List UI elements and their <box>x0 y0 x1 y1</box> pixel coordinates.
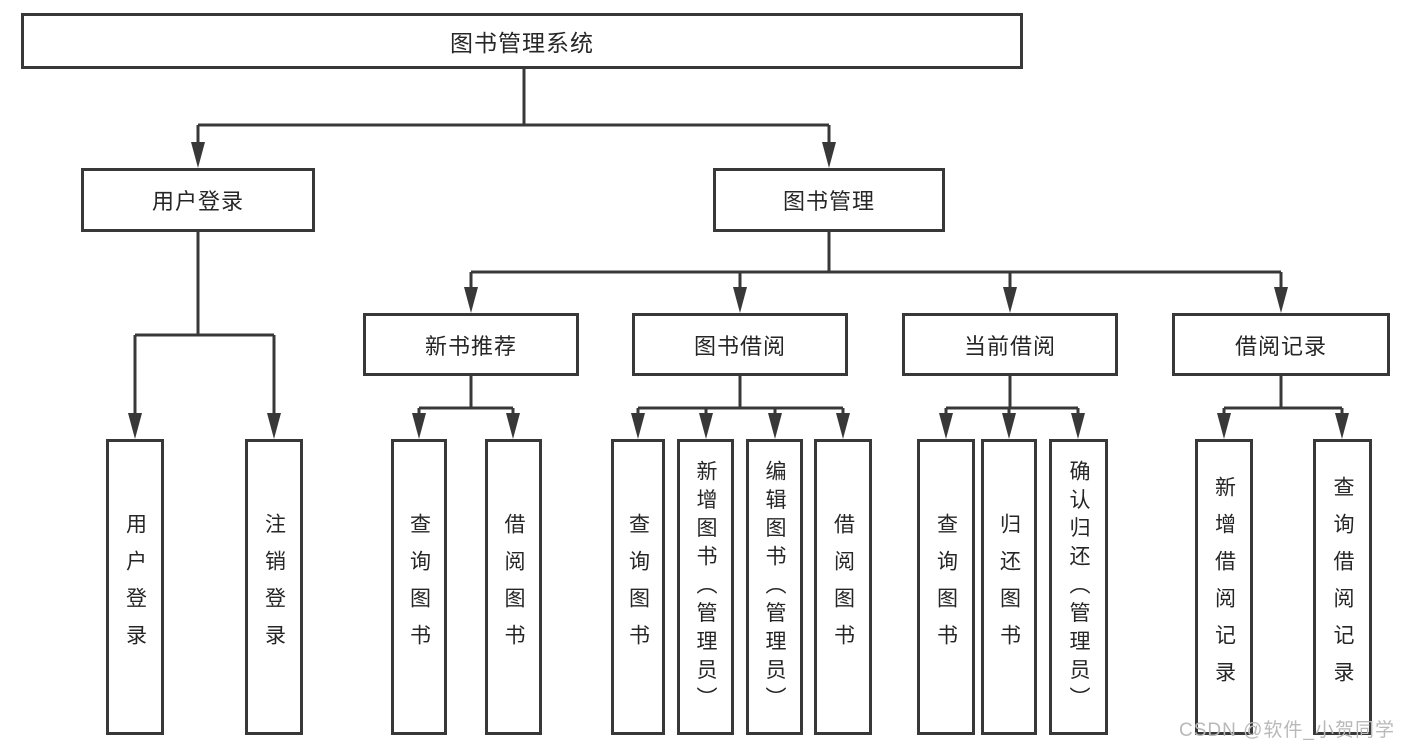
leaf-query-books-borrow: 查询图书 <box>611 439 665 735</box>
node-label: 借阅记录 <box>1234 333 1327 359</box>
leaf-add-books-admin: 新增图书（管理员） <box>677 439 734 735</box>
node-label: 确认归还（管理员） <box>1067 459 1090 715</box>
node-label: 当前借阅 <box>963 333 1056 359</box>
node-label: 查询图书 <box>934 513 958 661</box>
leaf-query-borrow-record: 查询借阅记录 <box>1313 439 1372 735</box>
node-new-book-recommend: 新书推荐 <box>363 313 579 376</box>
csdn-watermark: CSDN @软件_小贺同学 <box>1179 720 1395 741</box>
node-library-management-system: 图书管理系统 <box>21 13 1023 69</box>
leaf-user-login: 用户登录 <box>106 439 164 735</box>
node-label: 图书管理 <box>782 189 875 214</box>
arrowhead-icons <box>128 142 1349 439</box>
node-label: 归还图书 <box>997 513 1021 661</box>
node-book-management: 图书管理 <box>713 168 945 232</box>
node-label: 图书管理系统 <box>450 30 594 56</box>
node-label: 查询图书 <box>626 513 650 661</box>
leaf-query-books-recommend: 查询图书 <box>391 439 447 735</box>
node-borrowing-records: 借阅记录 <box>1172 313 1390 376</box>
leaf-query-books-current: 查询图书 <box>917 439 975 735</box>
leaf-edit-books-admin: 编辑图书（管理员） <box>746 439 803 735</box>
node-label: 新增图书（管理员） <box>694 459 717 715</box>
leaf-borrow-books-recommend: 借阅图书 <box>485 439 542 735</box>
node-label: 查询借阅记录 <box>1331 476 1354 698</box>
node-label: 新增借阅记录 <box>1212 476 1236 698</box>
node-label: 图书借阅 <box>693 333 786 359</box>
node-label: 注销登录 <box>262 513 286 661</box>
node-label: 用户登录 <box>123 513 147 661</box>
leaf-add-borrow-record: 新增借阅记录 <box>1195 439 1253 735</box>
leaf-return-books: 归还图书 <box>981 439 1037 735</box>
leaf-borrow-books: 借阅图书 <box>814 439 872 735</box>
node-current-borrowing: 当前借阅 <box>902 313 1118 376</box>
node-label: 借阅图书 <box>502 513 525 661</box>
node-label: 借阅图书 <box>831 513 855 661</box>
node-label: 编辑图书（管理员） <box>763 459 786 715</box>
leaf-confirm-return-admin: 确认归还（管理员） <box>1049 439 1108 735</box>
node-book-borrowing: 图书借阅 <box>632 313 848 376</box>
node-label: 用户登录 <box>151 189 244 214</box>
leaf-logout: 注销登录 <box>245 439 303 735</box>
node-label: 新书推荐 <box>424 333 517 359</box>
node-label: 查询图书 <box>407 513 431 661</box>
node-user-login: 用户登录 <box>81 168 315 232</box>
